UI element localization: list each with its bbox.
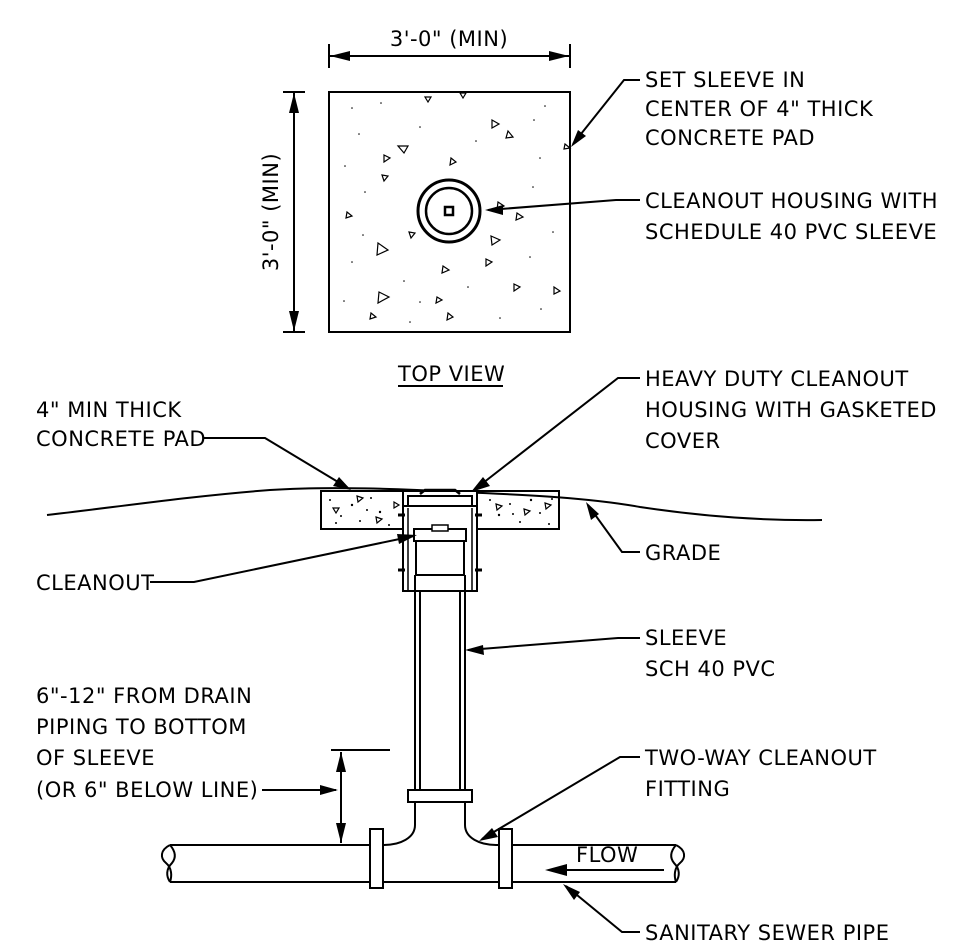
cleanout-plug [413, 524, 467, 576]
fitting-note-2: FITTING [645, 777, 730, 801]
height-dim-label: 3'-0" (MIN) [259, 153, 283, 271]
leader-sewer-pipe [563, 884, 640, 933]
leader-set-sleeve [571, 79, 640, 147]
note-housing-1: CLEANOUT HOUSING WITH [645, 189, 938, 213]
top-view: 3'-0" (MIN) 3'-0" (MIN) [259, 27, 938, 387]
note-housing-2: SCHEDULE 40 PVC SLEEVE [645, 220, 937, 244]
depth-note-2: PIPING TO BOTTOM [36, 715, 247, 739]
aggregate-dots [343, 102, 554, 323]
housing-note-1: HEAVY DUTY CLEANOUT [645, 367, 909, 391]
leader-sleeve [465, 637, 640, 655]
depth-dimension [262, 749, 390, 843]
note-set-sleeve-2: CENTER OF 4" THICK [645, 97, 874, 121]
sleeve-note-2: SCH 40 PVC [645, 657, 776, 681]
section-view: FLOW 6"-12" FROM DRAIN PIPING TO BOTTOM … [36, 367, 937, 945]
sewer-pipe [160, 828, 686, 889]
leader-cleanout [150, 534, 417, 583]
depth-note-3: OF SLEEVE [36, 746, 155, 770]
leader-cleanout-housing [485, 199, 640, 215]
aggregate-pattern [345, 92, 572, 322]
housing-note-2: HOUSING WITH GASKETED [645, 398, 937, 422]
pad-plan-square [328, 91, 571, 333]
pad-note-1: 4" MIN THICK [36, 398, 182, 422]
depth-note-1: 6"-12" FROM DRAIN [36, 684, 252, 708]
depth-note-4: (OR 6" BELOW LINE) [36, 778, 258, 802]
fitting-note-1: TWO-WAY CLEANOUT [644, 746, 877, 770]
sewer-pipe-label: SANITARY SEWER PIPE [645, 921, 890, 945]
leader-fitting [479, 756, 640, 841]
width-dim-label: 3'-0" (MIN) [390, 27, 508, 51]
cleanout-housing-plan [416, 178, 482, 244]
note-set-sleeve-1: SET SLEEVE IN [645, 68, 805, 92]
pad-section-aggregate [329, 497, 553, 526]
leader-housing [471, 377, 640, 492]
leader-concrete-pad [204, 437, 351, 490]
pad-note-2: CONCRETE PAD [36, 427, 206, 451]
sleeve-pipe [414, 575, 466, 790]
sleeve-note-1: SLEEVE [645, 626, 727, 650]
two-way-fitting [383, 789, 497, 846]
pad-section-triangles [331, 495, 553, 525]
leader-grade [586, 502, 640, 553]
housing-note-3: COVER [645, 429, 721, 453]
flow-label: FLOW [576, 843, 638, 867]
cleanout-label: CLEANOUT [36, 571, 154, 595]
note-set-sleeve-3: CONCRETE PAD [645, 126, 815, 150]
grade-label: GRADE [645, 541, 721, 565]
top-view-title: TOP VIEW [397, 362, 505, 386]
width-dimension: 3'-0" (MIN) [328, 27, 571, 68]
height-dimension: 3'-0" (MIN) [259, 91, 305, 333]
flow-arrow [545, 864, 664, 876]
